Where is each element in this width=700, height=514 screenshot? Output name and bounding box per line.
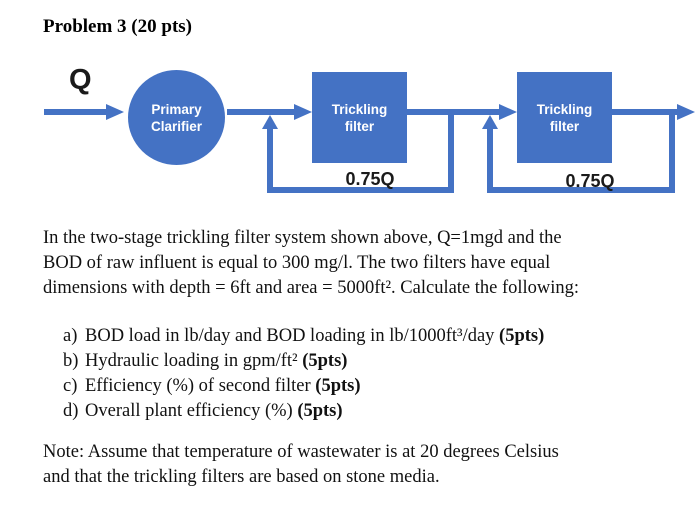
filter1-to-filter2-arrow-line xyxy=(407,109,499,115)
influent-arrow-head-icon xyxy=(106,104,124,120)
trickling-filter2-node: Trickling filter xyxy=(517,72,612,163)
item-points: (5pts) xyxy=(499,326,545,346)
item-text: Efficiency (%) of second filter xyxy=(85,376,311,396)
problem-title: Problem 3 (20 pts) xyxy=(43,16,192,37)
note-line: and that the trickling filters are based… xyxy=(43,467,440,487)
recycle1-bottom-line xyxy=(267,187,454,193)
trickling-filter1-label: Trickling filter xyxy=(331,101,388,134)
list-item-c: c) Efficiency (%) of second filter (5pts… xyxy=(63,374,544,399)
item-text: Overall plant efficiency (%) xyxy=(85,401,293,421)
clarifier-to-filter1-arrow-line xyxy=(227,109,294,115)
recycle1-up-arrow-head-icon xyxy=(262,115,278,129)
recycle1-flow-label: 0.75Q xyxy=(345,169,395,189)
paragraph-line: BOD of raw influent is equal to 300 mg/l… xyxy=(43,253,551,273)
trickling-filter2-label: Trickling filter xyxy=(536,101,593,134)
item-marker: b) xyxy=(63,351,79,371)
item-points: (5pts) xyxy=(315,376,361,396)
recycle2-up-line xyxy=(487,129,493,190)
flow-diagram: Q Primary Clarifier 0.75Q Trickling filt… xyxy=(0,60,700,210)
note-line: Note: Assume that temperature of wastewa… xyxy=(43,442,559,462)
item-marker: d) xyxy=(63,401,79,421)
effluent-arrow-line xyxy=(612,109,677,115)
primary-clarifier-label: Primary Clarifier xyxy=(150,101,203,134)
item-text: BOD load in lb/day and BOD loading in lb… xyxy=(85,326,495,346)
item-marker: a) xyxy=(63,326,78,346)
item-text: Hydraulic loading in gpm/ft² xyxy=(85,351,298,371)
recycle2-bottom-line xyxy=(487,187,675,193)
recycle1-up-line xyxy=(267,129,273,190)
item-points: (5pts) xyxy=(297,401,343,421)
recycle2-up-arrow-head-icon xyxy=(482,115,498,129)
paragraph-line: dimensions with depth = 6ft and area = 5… xyxy=(43,278,580,298)
trickling-filter1-node: Trickling filter xyxy=(312,72,407,163)
recycle2-drop-line xyxy=(669,112,675,190)
recycle1-drop-line xyxy=(448,112,454,190)
primary-clarifier-node: Primary Clarifier xyxy=(128,70,225,165)
note-paragraph: Note: Assume that temperature of wastewa… xyxy=(43,440,559,490)
influent-flow-label: Q xyxy=(69,64,92,96)
list-item-a: a) BOD load in lb/day and BOD loading in… xyxy=(63,324,544,349)
effluent-arrow-head-icon xyxy=(677,104,695,120)
clarifier-to-filter1-arrow-head-icon xyxy=(294,104,312,120)
paragraph-line: In the two-stage trickling filter system… xyxy=(43,228,562,248)
item-points: (5pts) xyxy=(302,351,348,371)
problem-paragraph: In the two-stage trickling filter system… xyxy=(43,226,579,301)
item-marker: c) xyxy=(63,376,78,396)
question-list: a) BOD load in lb/day and BOD loading in… xyxy=(63,324,544,424)
influent-arrow-line xyxy=(44,109,106,115)
list-item-b: b) Hydraulic loading in gpm/ft² (5pts) xyxy=(63,349,544,374)
recycle2-flow-label: 0.75Q xyxy=(565,171,615,191)
filter1-to-filter2-arrow-head-icon xyxy=(499,104,517,120)
list-item-d: d) Overall plant efficiency (%) (5pts) xyxy=(63,399,544,424)
